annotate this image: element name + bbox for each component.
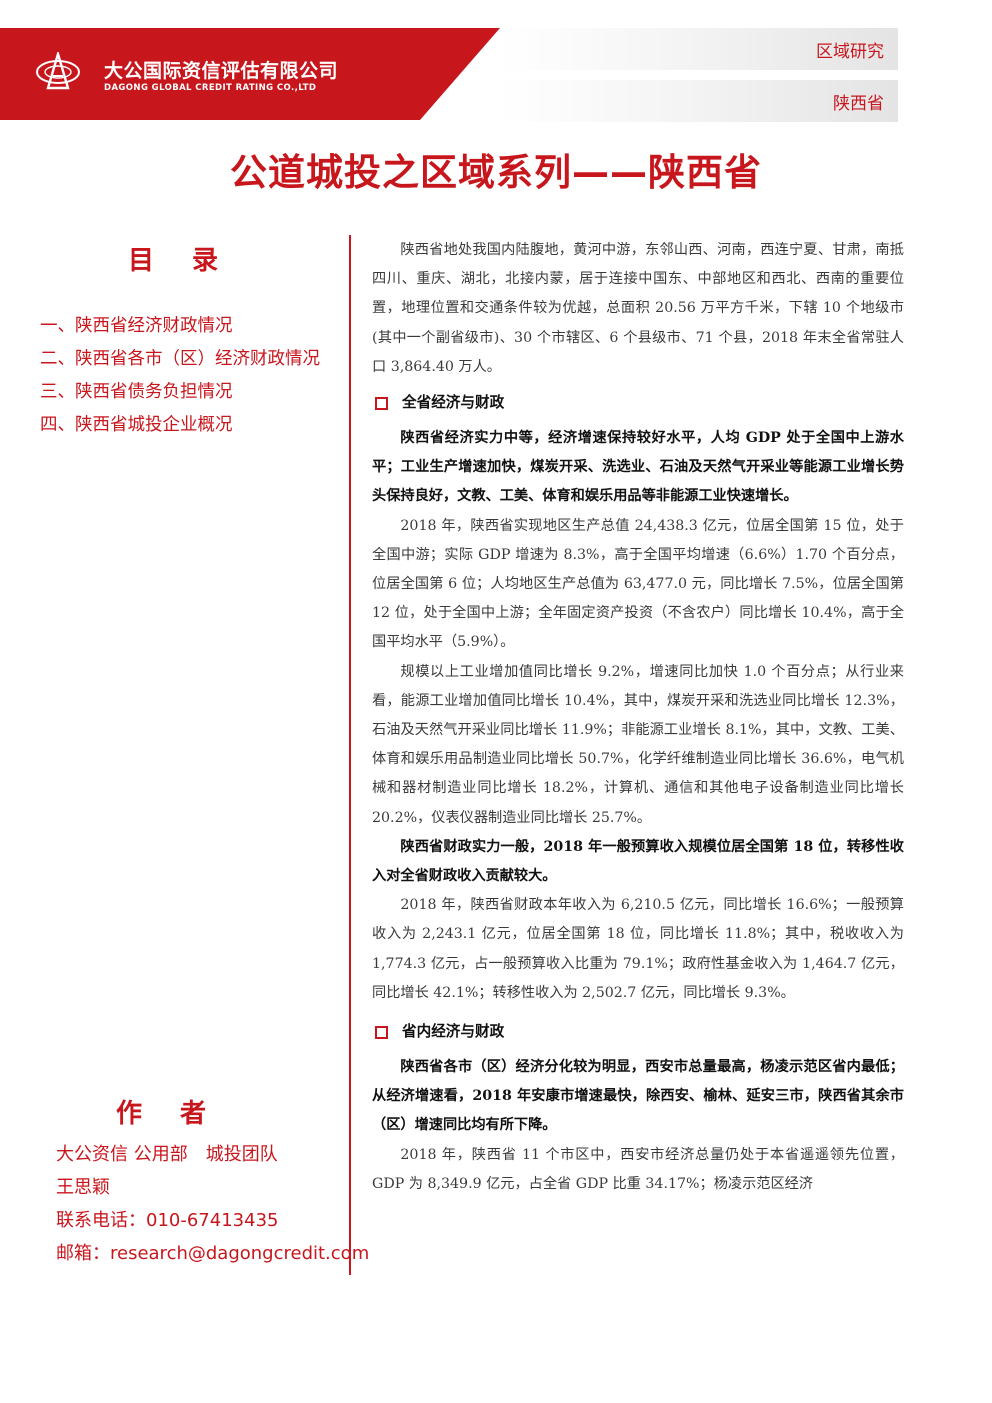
toc-item[interactable]: 四、陕西省城投企业概况 xyxy=(40,415,233,435)
toc-item[interactable]: 三、陕西省债务负担情况 xyxy=(40,382,233,402)
company-name-en: DAGONG GLOBAL CREDIT RATING CO.,LTD xyxy=(104,83,317,93)
report-body: 陕西省地处我国内陆腹地，黄河中游，东邻山西、河南，西连宁夏、甘肃，南抵四川、重庆… xyxy=(372,236,904,1199)
column-divider xyxy=(349,235,351,1275)
category-tag: 区域研究 xyxy=(500,28,898,70)
region-tag: 陕西省 xyxy=(500,80,898,122)
category-tag-label: 区域研究 xyxy=(816,42,884,62)
author-info: 大公资信 公用部 城投团队 王思颖 联系电话：010-67413435 邮箱：r… xyxy=(56,1140,369,1272)
section-heading-cities: 省内经济与财政 xyxy=(372,1020,904,1044)
key-finding-paragraph: 陕西省经济实力中等，经济增速保持较好水平，人均 GDP 处于全国中上游水平；工业… xyxy=(372,430,904,505)
section-heading-province: 全省经济与财政 xyxy=(372,391,904,415)
body-paragraph: 2018 年，陕西省 11 个市区中，西安市经济总量仍处于本省遥遥领先位置，GD… xyxy=(372,1146,904,1192)
intro-paragraph: 陕西省地处我国内陆腹地，黄河中游，东邻山西、河南，西连宁夏、甘肃，南抵四川、重庆… xyxy=(372,242,904,375)
square-bullet-icon xyxy=(375,396,388,410)
body-paragraph: 2018 年，陕西省实现地区生产总值 24,438.3 亿元，位居全国第 15 … xyxy=(372,517,904,651)
author-email[interactable]: 邮箱：research@dagongcredit.com xyxy=(56,1243,370,1264)
header-banner xyxy=(0,28,500,120)
author-phone: 联系电话：010-67413435 xyxy=(56,1210,279,1231)
author-team: 大公资信 公用部 城投团队 xyxy=(56,1144,278,1165)
dagong-logo-icon xyxy=(36,52,80,90)
body-paragraph: 2018 年，陕西省财政本年收入为 6,210.5 亿元，同比增长 16.6%；… xyxy=(372,897,904,1001)
toc-list: 一、陕西省经济财政情况 二、陕西省各市（区）经济财政情况 三、陕西省债务负担情况… xyxy=(40,312,320,444)
company-name-cn: 大公国际资信评估有限公司 xyxy=(104,60,339,82)
author-heading: 作者 xyxy=(116,1099,245,1129)
key-finding-paragraph: 陕西省各市（区）经济分化较为明显，西安市总量最高，杨凌示范区省内最低；从经济增速… xyxy=(372,1059,904,1134)
section-title: 省内经济与财政 xyxy=(402,1023,505,1041)
toc-item[interactable]: 一、陕西省经济财政情况 xyxy=(40,316,233,336)
square-bullet-icon xyxy=(375,1025,388,1039)
toc-heading: 目录 xyxy=(128,246,257,276)
section-title: 全省经济与财政 xyxy=(402,394,505,412)
region-tag-label: 陕西省 xyxy=(833,94,884,114)
key-finding-paragraph: 陕西省财政实力一般，2018 年一般预算收入规模位居全国第 18 位，转移性收入… xyxy=(372,838,904,885)
document-title: 公道城投之区域系列——陕西省 xyxy=(230,151,762,194)
body-paragraph: 规模以上工业增加值同比增长 9.2%，增速同比加快 1.0 个百分点；从行业来看… xyxy=(372,663,904,826)
toc-item[interactable]: 二、陕西省各市（区）经济财政情况 xyxy=(40,349,320,369)
author-name: 王思颖 xyxy=(56,1177,110,1198)
